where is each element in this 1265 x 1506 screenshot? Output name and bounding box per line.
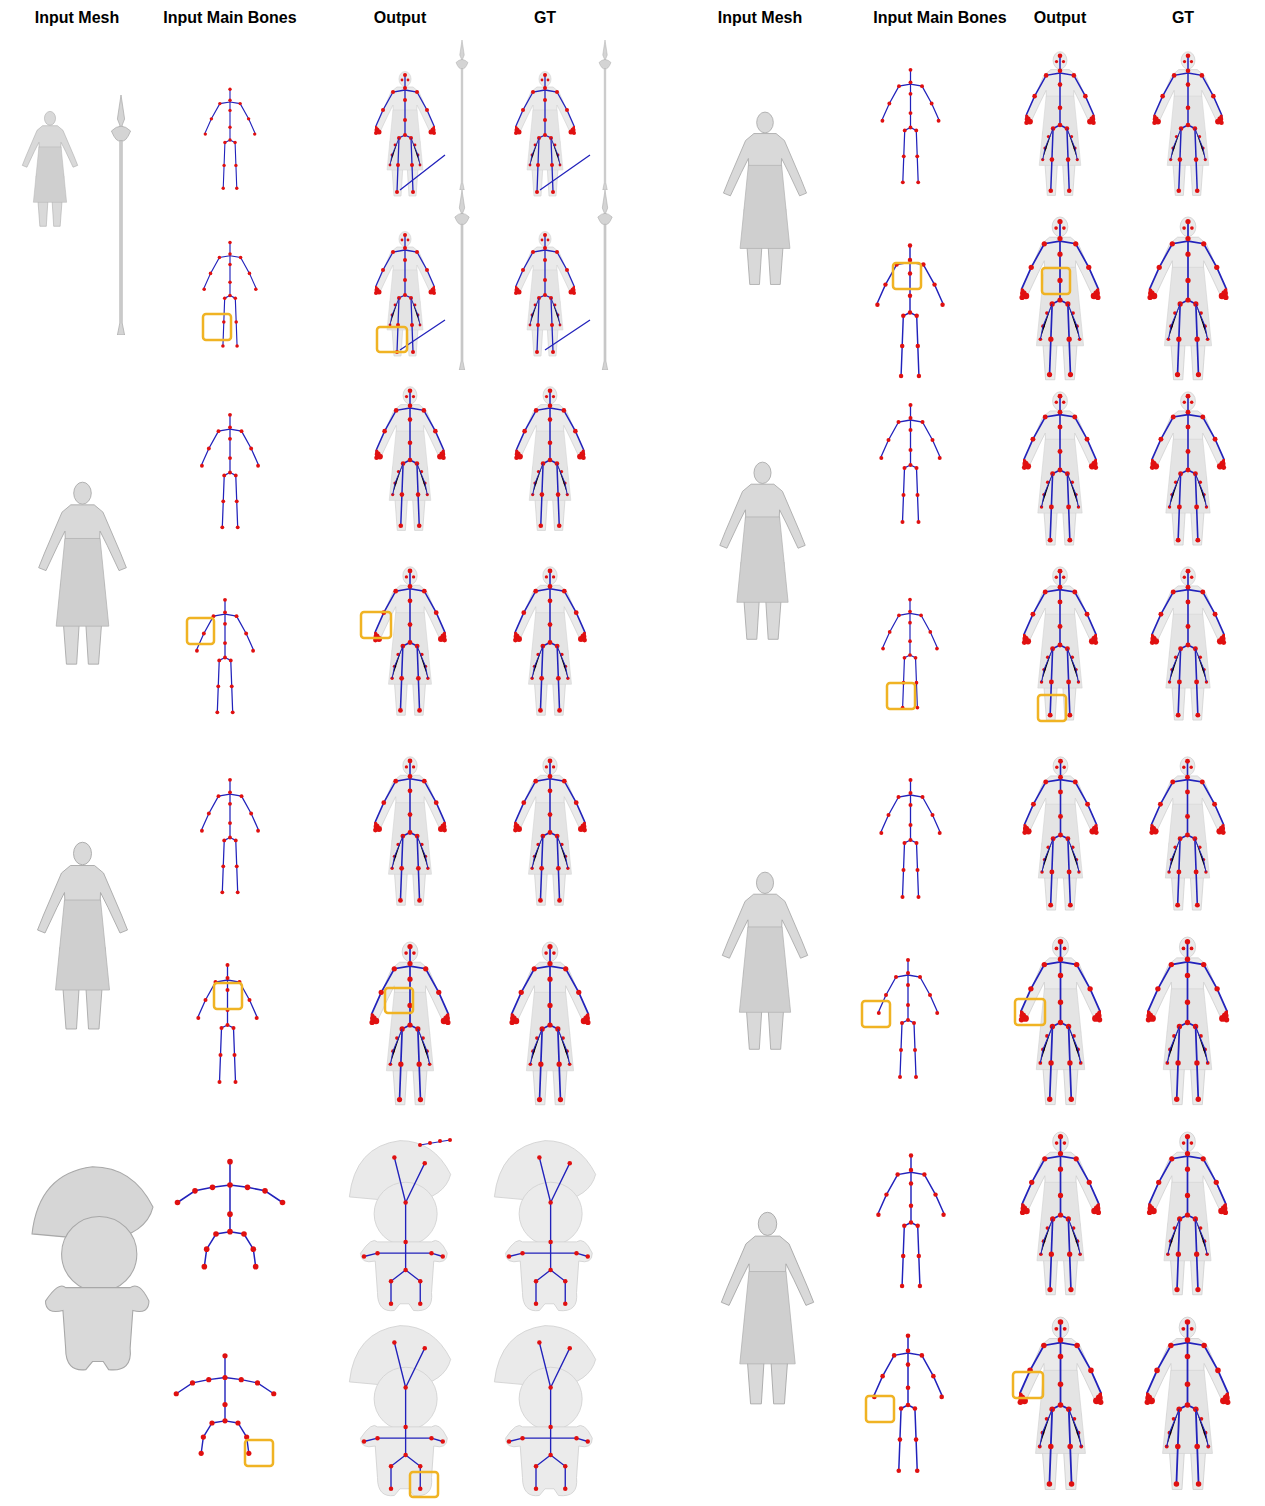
column-header: Input Main Bones <box>873 8 1006 28</box>
column-header: Output <box>1034 8 1086 28</box>
column-header: GT <box>534 8 556 28</box>
column-header: Input Main Bones <box>163 8 296 28</box>
column-header: Input Mesh <box>718 8 802 28</box>
column-header: Input Mesh <box>35 8 119 28</box>
column-header: GT <box>1172 8 1194 28</box>
column-header: Output <box>374 8 426 28</box>
